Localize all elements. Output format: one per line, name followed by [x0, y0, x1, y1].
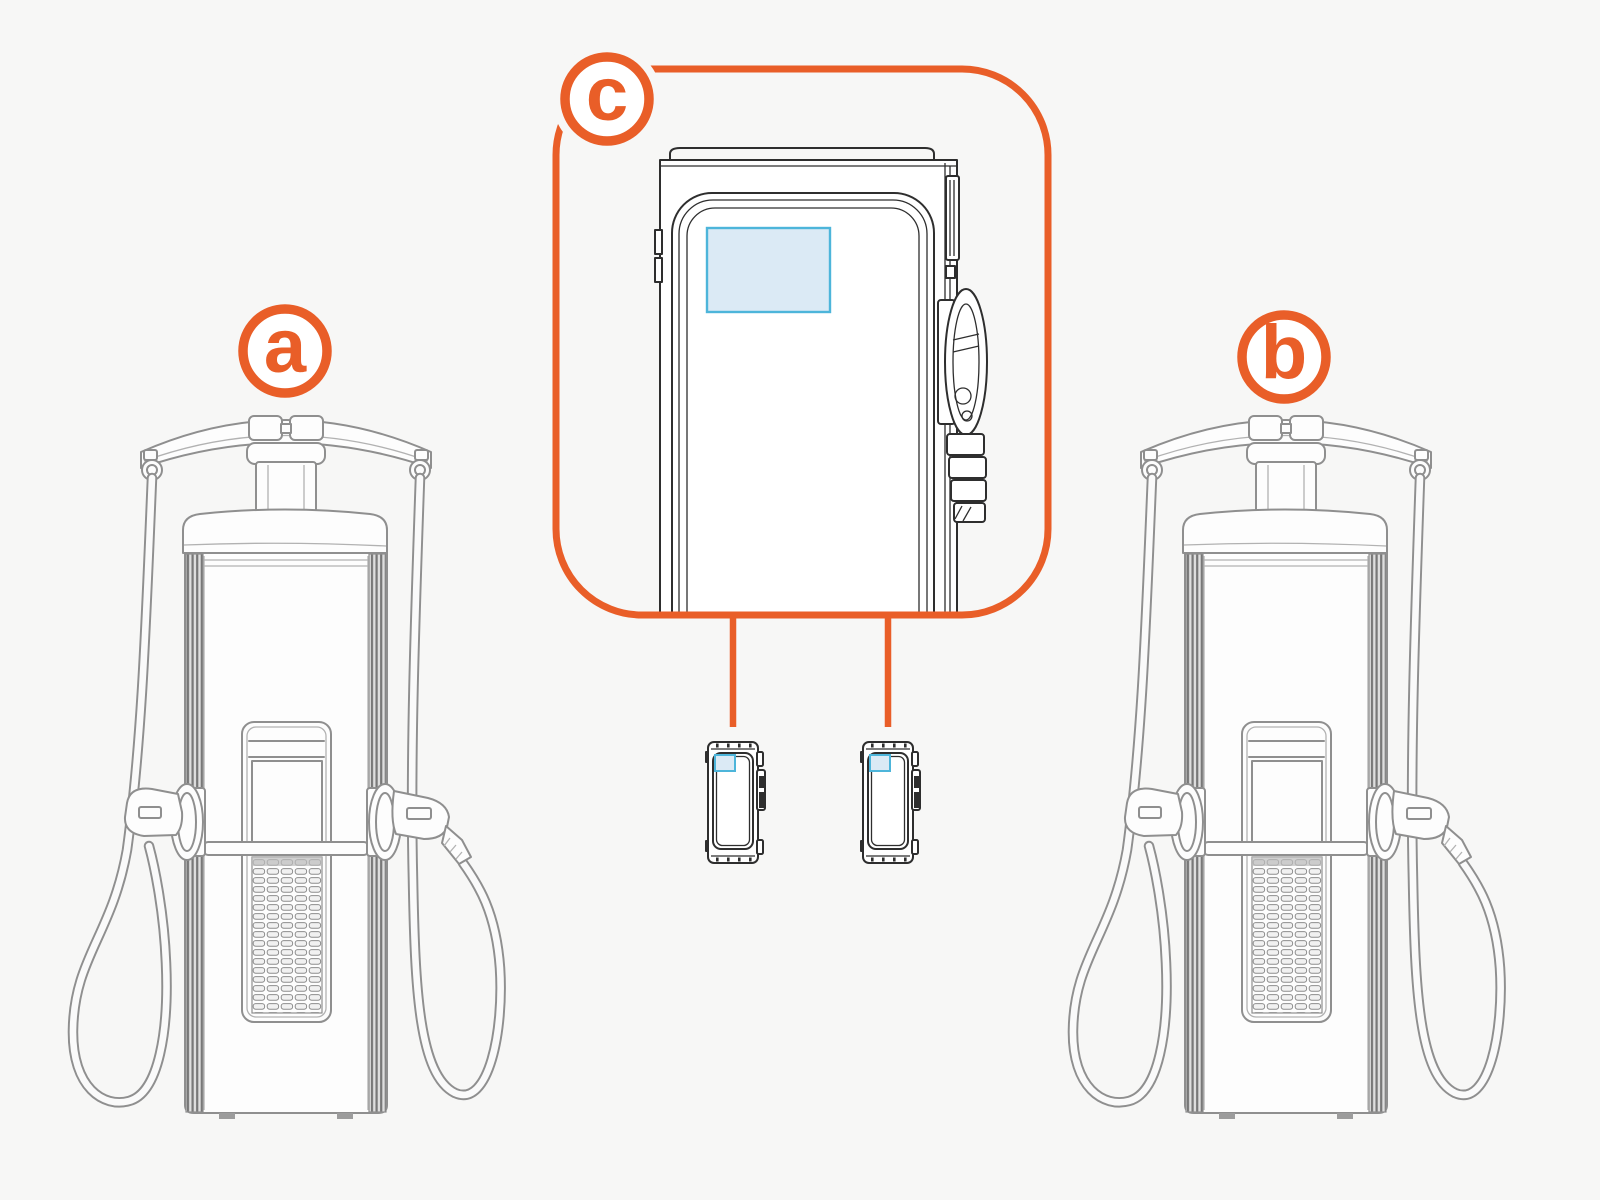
- wall-charger-screen: [705, 226, 832, 314]
- callout-c-frame: [552, 65, 1052, 619]
- cable-strain-relief: [946, 433, 987, 523]
- hinge: [654, 257, 663, 283]
- badge-b-letter: b: [1261, 310, 1307, 395]
- charger-b-illustration: [1073, 416, 1501, 1119]
- side-rail: [945, 175, 960, 279]
- charger-a-illustration: [73, 416, 501, 1119]
- hinge: [654, 229, 663, 255]
- mini-charger-right: [860, 741, 921, 864]
- wall-connector-holster: [937, 288, 988, 523]
- wall-door: [671, 192, 935, 612]
- wall-charger-illustration: [654, 147, 988, 612]
- mini-charger-left: [705, 741, 766, 864]
- badge-a: a: [230, 296, 340, 406]
- badge-b: b: [1229, 302, 1339, 412]
- badge-c: c: [552, 44, 662, 154]
- badge-c-letter: c: [586, 52, 628, 137]
- badge-a-letter: a: [264, 304, 307, 389]
